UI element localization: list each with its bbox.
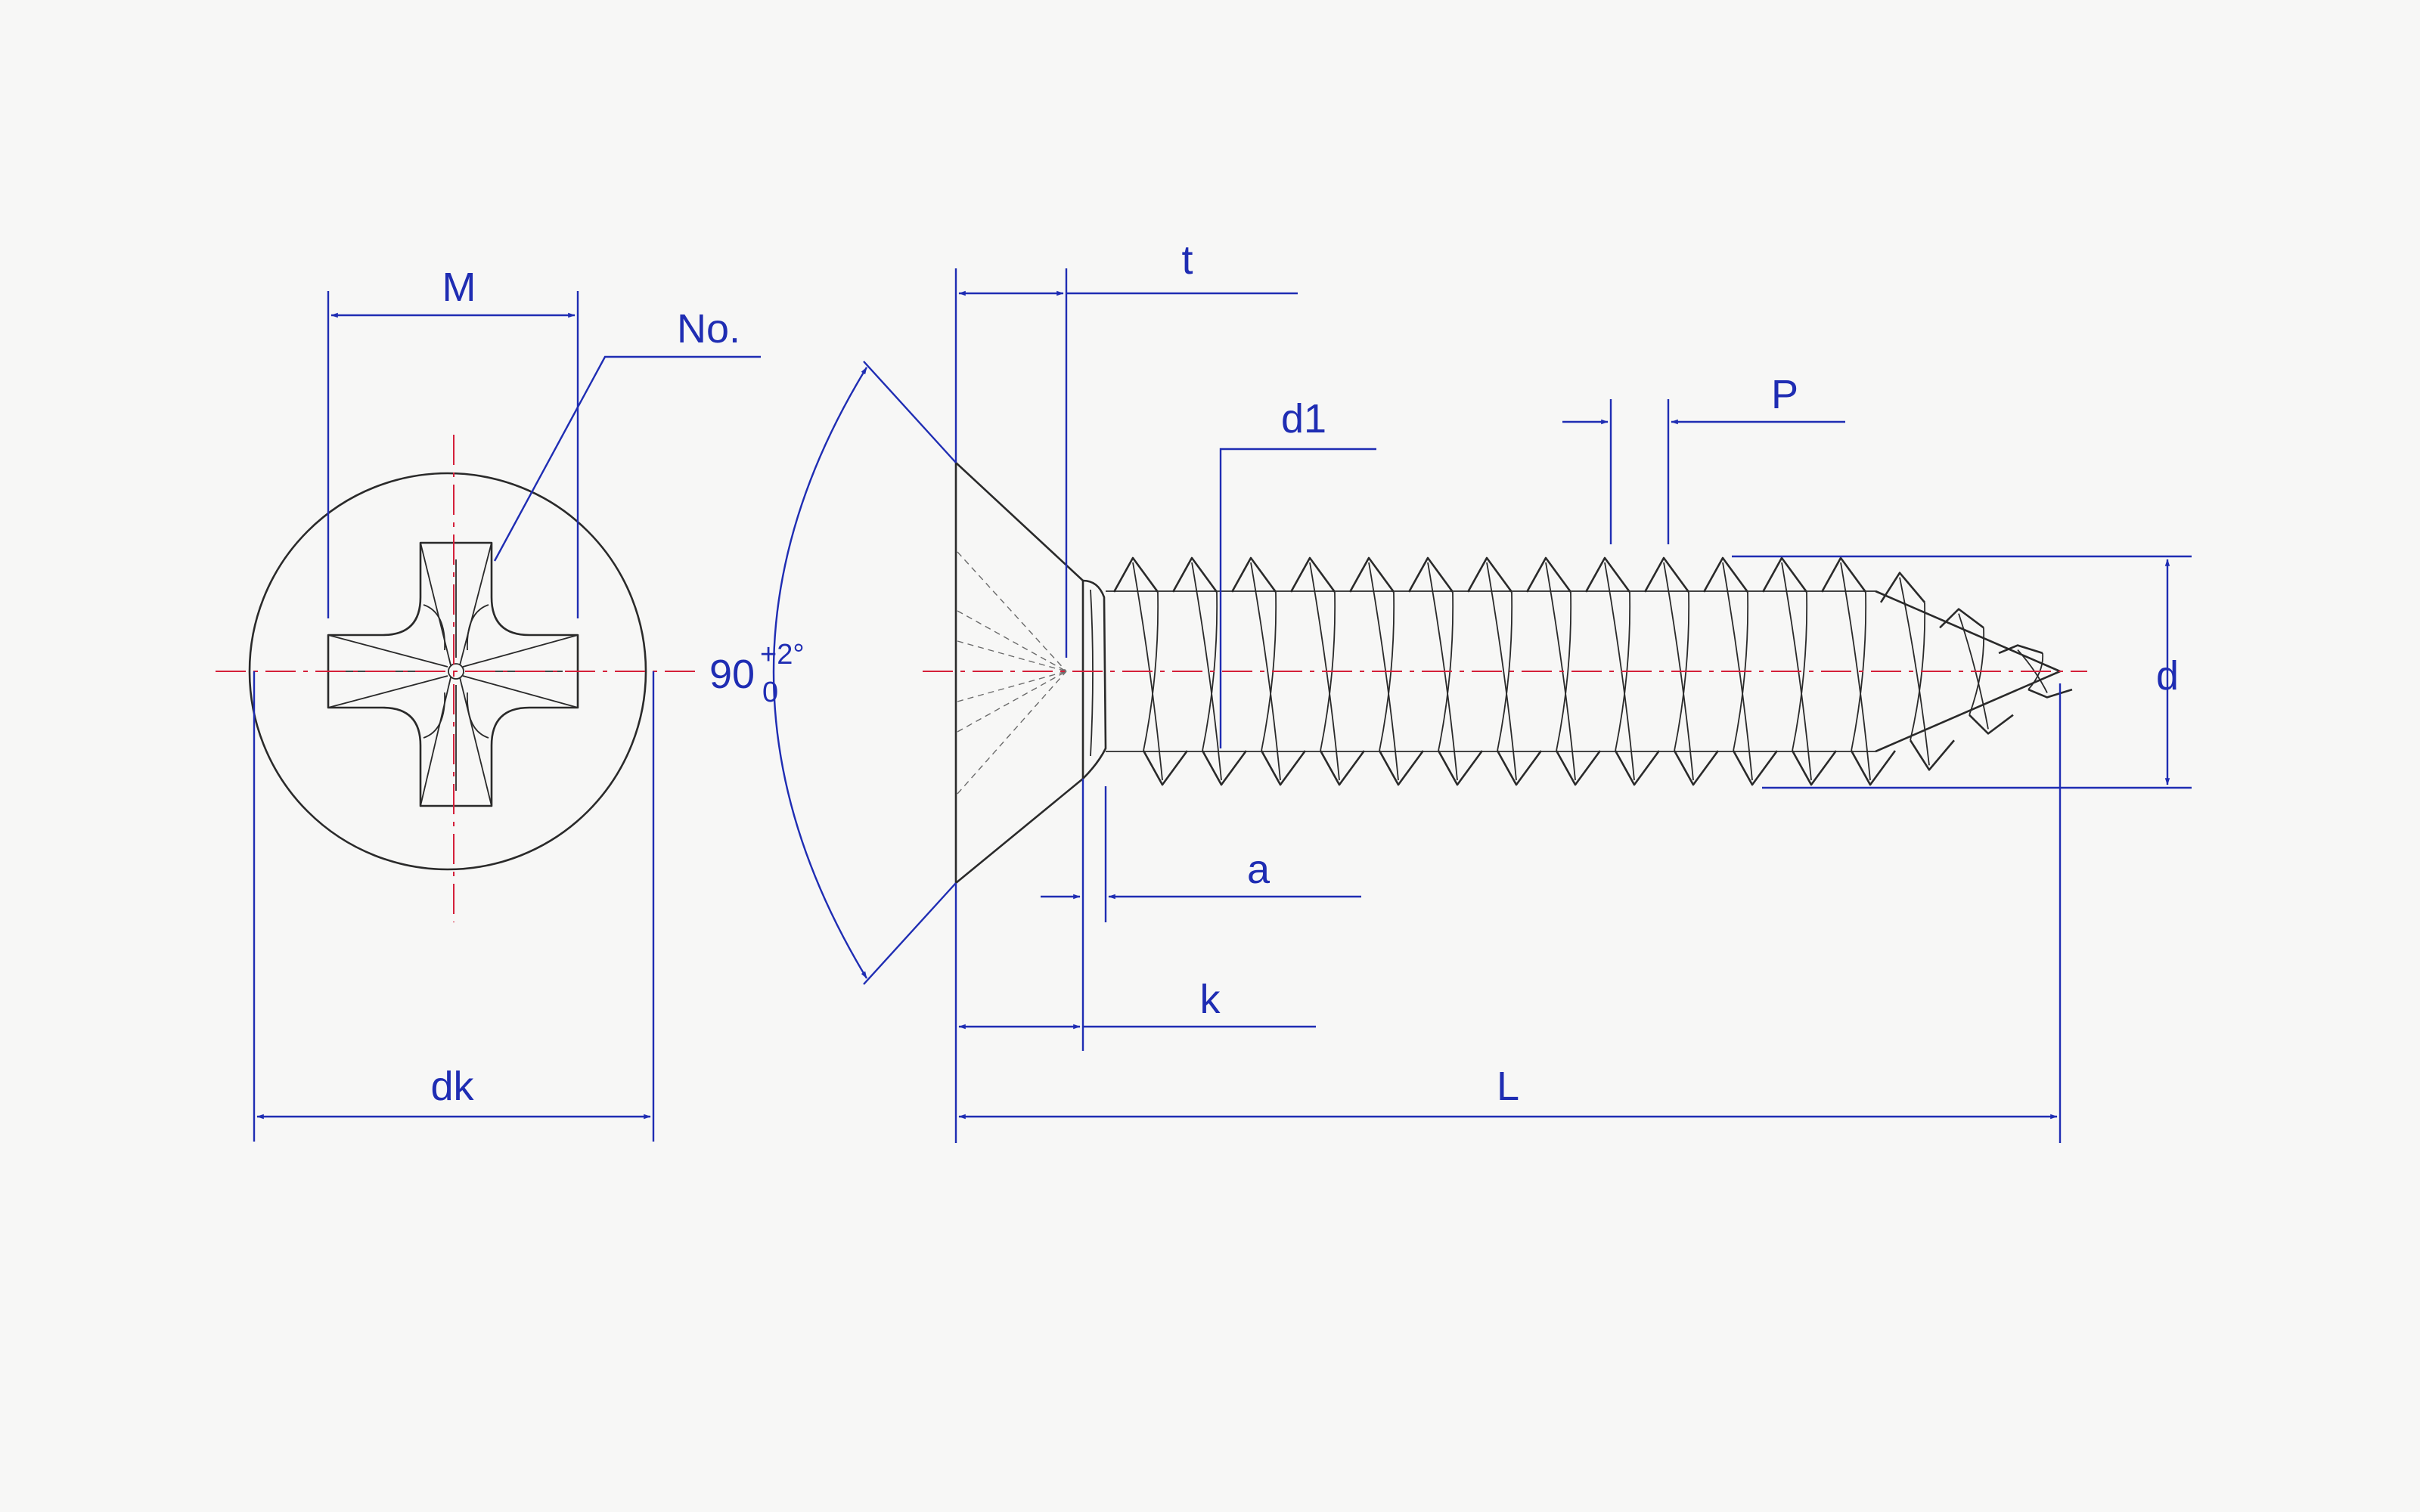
screw-side-view	[923, 461, 2087, 885]
dimension-d: d	[1732, 555, 2192, 789]
leader-recess-number: No.	[493, 306, 761, 562]
label-dk: dk	[430, 1064, 474, 1109]
dimension-l: L	[954, 683, 2062, 1143]
thread-crest-upper	[1348, 556, 1395, 593]
thread-crest-lower	[1496, 750, 1543, 786]
thread-crest-upper	[1112, 556, 1159, 593]
dimension-m: M	[327, 265, 579, 618]
thread-crest-upper	[1466, 556, 1513, 593]
thread-crest-upper	[1820, 556, 1867, 593]
label-t: t	[1181, 237, 1193, 283]
thread-crest-lower	[1732, 750, 1779, 786]
leader-d1: d1	[1219, 396, 1376, 748]
thread-crest-lower	[2028, 688, 2073, 699]
label-d: d	[2156, 653, 2179, 699]
thread-crest-upper	[1879, 572, 1925, 603]
label-l: L	[1497, 1064, 1519, 1109]
thread-crest-upper	[1230, 556, 1277, 593]
thread-crest-lower	[1909, 739, 1955, 771]
label-a: a	[1247, 847, 1270, 892]
label-k: k	[1200, 977, 1221, 1022]
head-outline-circle	[248, 472, 647, 871]
dimension-k: k	[958, 922, 1316, 1051]
thread-crest-upper	[1289, 556, 1336, 593]
thread-crest-upper	[1998, 644, 2043, 655]
thread-crest-lower	[1378, 750, 1425, 786]
dimension-a: a	[1041, 779, 1361, 922]
thread-crest-lower	[1555, 750, 1602, 786]
label-angle-value: 90	[709, 652, 755, 697]
label-angle-tolerance-lower: 0	[762, 677, 778, 708]
thread-crest-upper	[1643, 556, 1690, 593]
dimension-p: P	[1562, 372, 1845, 544]
thread-crest-upper	[1171, 556, 1218, 593]
label-angle-tolerance-upper: +2°	[760, 639, 805, 671]
recess-center	[448, 663, 464, 680]
recess-hidden-lines	[957, 551, 1067, 795]
label-d1: d1	[1281, 396, 1326, 442]
thread-crest-upper	[1525, 556, 1572, 593]
thread-crest-lower	[1850, 750, 1897, 786]
label-p: P	[1771, 372, 1798, 417]
thread-crest-lower	[1791, 750, 1838, 786]
label-m: M	[442, 265, 476, 310]
dimension-t: t	[954, 237, 1298, 658]
dimension-dk: dk	[253, 671, 655, 1142]
thread-crest-lower	[1201, 750, 1248, 786]
thread-crest-upper	[1407, 556, 1454, 593]
thread-crest-upper	[1584, 556, 1631, 593]
thread-crest-lower	[1614, 750, 1661, 786]
head-top-view	[216, 435, 696, 922]
thread-crest-lower	[1969, 714, 2014, 735]
dimension-head-angle: 90 +2° 0	[709, 361, 957, 985]
thread-crest-lower	[1673, 750, 1720, 786]
label-recess-number: No.	[677, 306, 740, 352]
thread-crest-upper	[1702, 556, 1749, 593]
thread-crest-upper	[1761, 556, 1808, 593]
thread-crest-lower	[1437, 750, 1484, 786]
thread-crest-lower	[1260, 750, 1307, 786]
thread-crest-lower	[1319, 750, 1366, 786]
thread-crest-lower	[1142, 750, 1189, 786]
